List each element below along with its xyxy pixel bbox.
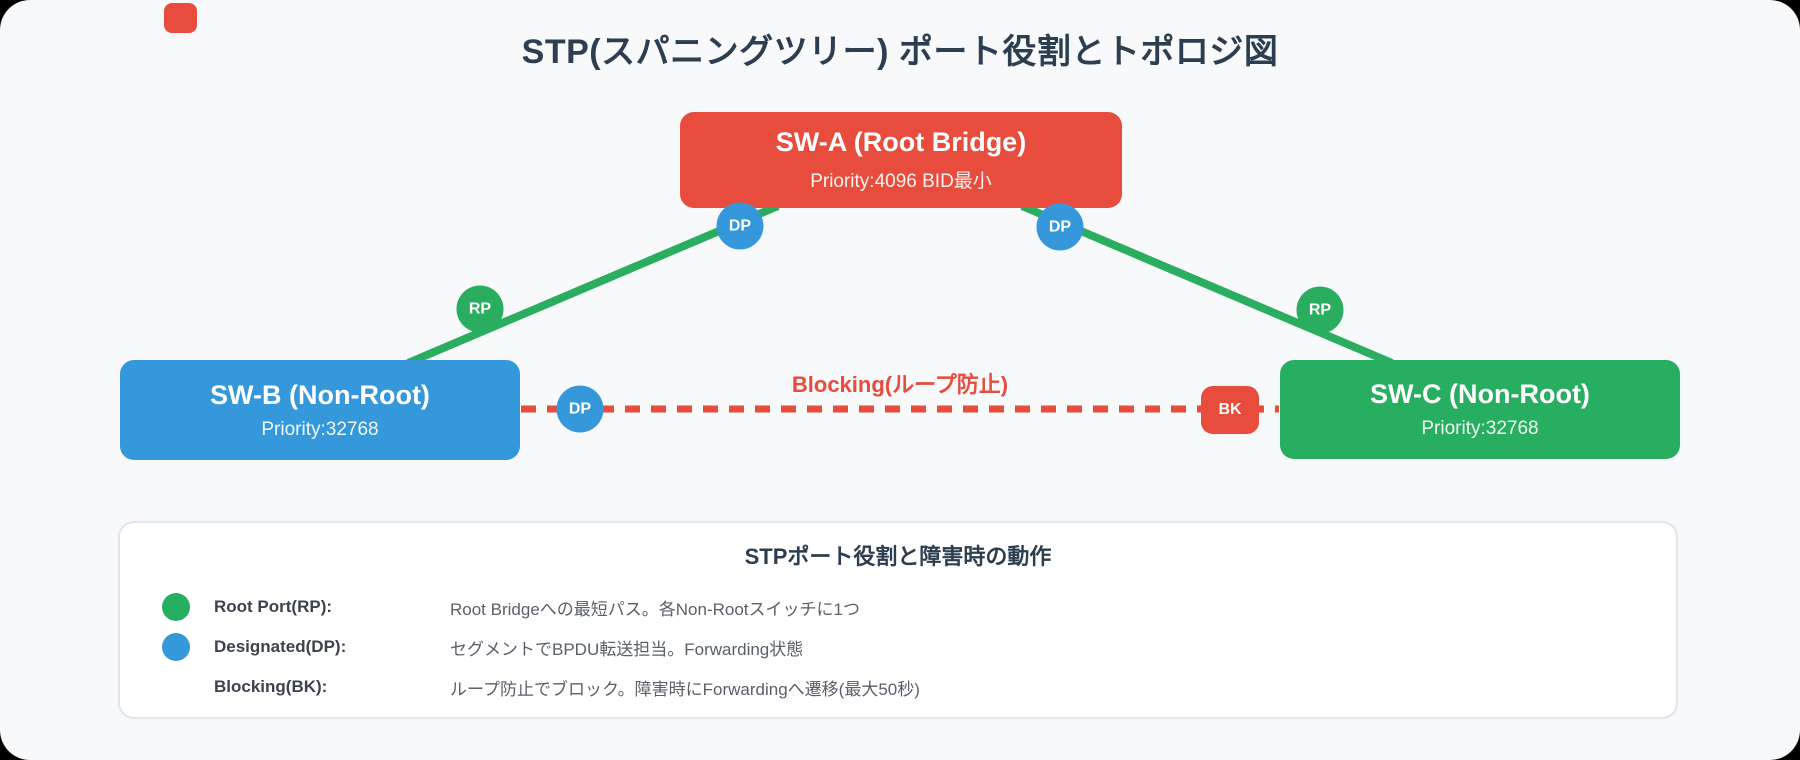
link-swa-swc-forwarding: [1020, 202, 1394, 367]
legend-term: Root Port(RP):: [214, 597, 333, 616]
node-sw-a-priority: Priority:4096 BID最小: [810, 171, 992, 192]
node-sw-c: SW-C (Non-Root) Priority:32768: [1280, 360, 1680, 459]
node-sw-a: SW-A (Root Bridge) Priority:4096 BID最小: [680, 112, 1122, 208]
blocking-link-label: Blocking(ループ防止): [791, 372, 1009, 397]
port-badge-bk-swc: BK: [1201, 386, 1259, 434]
legend-title: STPポート役割と障害時の動作: [744, 544, 1052, 569]
legend-desc: ループ防止でブロック。障害時にForwardingへ遷移(最大50秒): [450, 679, 920, 699]
legend-term: Blocking(BK):: [214, 677, 328, 696]
port-badge-dp-swa-right: DP: [1036, 203, 1084, 251]
designated-bullet-icon: [162, 633, 190, 661]
port-badge-rp-swc: RP: [1296, 286, 1344, 334]
node-sw-b-priority: Priority:32768: [261, 418, 379, 440]
legend-row-root-port: Root Port(RP): Root Bridgeへの最短パス。各Non-Ro…: [120, 587, 1676, 627]
node-sw-a-label: SW-A (Root Bridge): [775, 127, 1027, 157]
legend-desc: Root Bridgeへの最短パス。各Non-Rootスイッチに1つ: [450, 599, 860, 619]
legend-term: Designated(DP):: [214, 637, 347, 656]
legend-desc: セグメントでBPDU転送担当。Forwarding状態: [450, 639, 804, 659]
page-title: STP(スパニングツリー) ポート役割とトポロジ図: [521, 33, 1279, 71]
legend-rows: Root Port(RP): Root Bridgeへの最短パス。各Non-Ro…: [120, 587, 1676, 707]
legend-row-designated: Designated(DP): セグメントでBPDU転送担当。Forwardin…: [120, 627, 1676, 667]
node-sw-b: SW-B (Non-Root) Priority:32768: [120, 360, 520, 460]
port-badge-dp-swa-left: DP: [716, 202, 764, 250]
node-sw-c-priority: Priority:32768: [1421, 418, 1539, 439]
port-badge-rp-swb: RP: [456, 285, 504, 333]
accent-square-icon: [164, 3, 197, 33]
legend-row-blocking: Blocking(BK): ループ防止でブロック。障害時にForwardingへ…: [120, 667, 1676, 707]
node-sw-c-label: SW-C (Non-Root): [1370, 379, 1590, 409]
link-swa-swb-forwarding: [406, 202, 780, 367]
root-port-bullet-icon: [162, 593, 190, 621]
legend-panel: STPポート役割と障害時の動作 Root Port(RP): Root Brid…: [118, 521, 1678, 719]
node-sw-b-label: SW-B (Non-Root): [210, 379, 430, 410]
port-badge-dp-swb: DP: [556, 385, 604, 433]
